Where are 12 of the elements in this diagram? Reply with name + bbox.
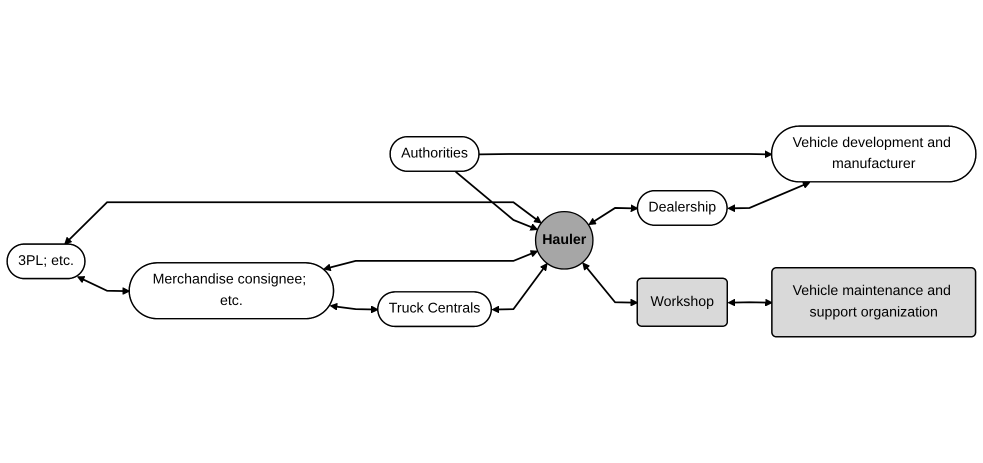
arrow — [728, 182, 810, 212]
arrow — [479, 150, 772, 158]
arrow — [588, 204, 638, 226]
arrow — [323, 250, 538, 272]
arrow — [64, 201, 542, 245]
arrow — [728, 298, 773, 307]
arrow — [455, 171, 538, 231]
arrow — [77, 276, 130, 295]
arrow — [492, 263, 548, 314]
arrow — [582, 262, 638, 307]
arrow — [330, 302, 379, 314]
node-circle: Hauler — [534, 211, 594, 270]
